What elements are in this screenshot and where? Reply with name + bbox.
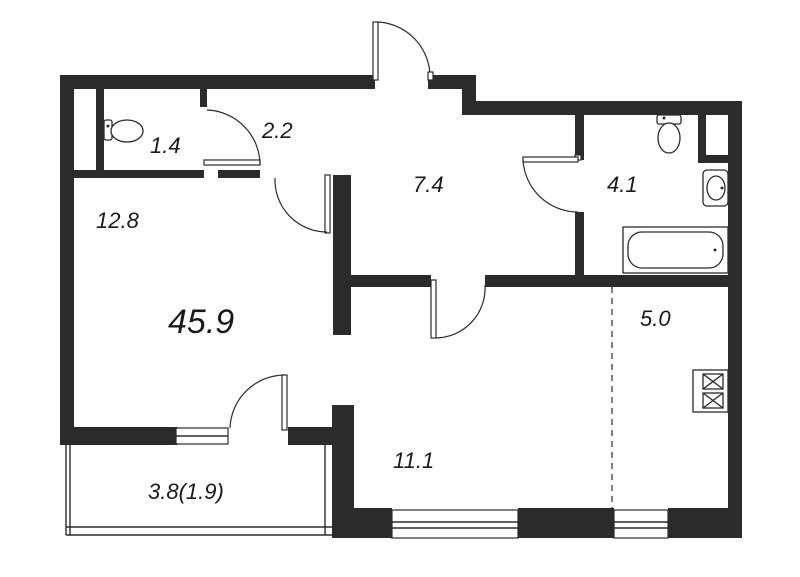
wall-shaft-left	[698, 115, 706, 163]
dining-door-leaf	[430, 279, 437, 339]
entry-door-swing	[377, 21, 431, 79]
closet-door-leaf	[203, 159, 261, 166]
windows	[175, 427, 669, 539]
wall-hall-bottom-left	[351, 275, 431, 287]
wall-bath-bottom	[575, 212, 584, 275]
wall-hall-bottom-right	[485, 275, 728, 287]
total-area-label: 45.9	[168, 303, 234, 341]
balcony-door-leaf	[281, 374, 288, 431]
wall-closet-bottom	[218, 170, 260, 178]
wall-top-right	[462, 101, 742, 115]
walls	[60, 75, 742, 538]
bathroom-door-leaf	[522, 156, 579, 163]
wall-balcony-top-left	[60, 427, 178, 445]
wall-bath-top	[575, 115, 584, 160]
balcony-door-swing	[229, 374, 285, 429]
balcony-area: 3.8(1.9)	[148, 479, 224, 504]
living-door-leaf	[324, 174, 331, 234]
wall-top-left	[60, 75, 375, 89]
kitchen-area: 5.0	[640, 306, 671, 331]
balcony	[65, 445, 332, 536]
wall-bottom-2	[518, 508, 614, 538]
toilet-icon	[103, 119, 144, 143]
wall-toilet-bottom	[74, 170, 204, 178]
dining-door-swing	[435, 284, 486, 339]
dining-area-label: 11.1	[393, 448, 434, 473]
closet-area: 2.2	[261, 118, 293, 143]
wall-left	[60, 75, 74, 445]
window-kitchen	[613, 509, 669, 539]
fixtures	[103, 114, 729, 413]
toilet-area: 1.4	[150, 133, 181, 158]
wall-dining-stub	[342, 405, 354, 435]
stove-icon	[692, 369, 729, 413]
doors	[203, 21, 582, 431]
wall-bottom-1	[332, 508, 392, 538]
bathtub-icon	[622, 226, 729, 274]
area-labels: 45.9 12.8 1.4 2.2 7.4 4.1 5.0 11.1 3.8(1…	[96, 118, 671, 504]
bathroom-door-swing	[522, 159, 579, 213]
hallway-area: 7.4	[413, 172, 444, 197]
wall-toilet-closet-divider	[200, 89, 207, 107]
entry-door-leaf-left	[372, 21, 379, 81]
bathroom-area: 4.1	[607, 172, 638, 197]
wall-dining-left	[332, 405, 354, 538]
window-dining	[391, 509, 519, 539]
wall-hall-divider	[333, 175, 351, 335]
wall-balcony-top-right	[288, 427, 345, 445]
sink-icon	[702, 169, 729, 207]
living-door-swing	[274, 177, 328, 233]
closet-door-swing	[206, 109, 261, 166]
bathroom-toilet-icon	[656, 114, 682, 154]
wall-bottom-3	[668, 508, 742, 538]
wall-toilet-left	[96, 89, 104, 177]
wall-shaft-bottom	[698, 155, 728, 163]
wall-right	[728, 101, 742, 538]
living-room-area: 12.8	[96, 208, 140, 233]
